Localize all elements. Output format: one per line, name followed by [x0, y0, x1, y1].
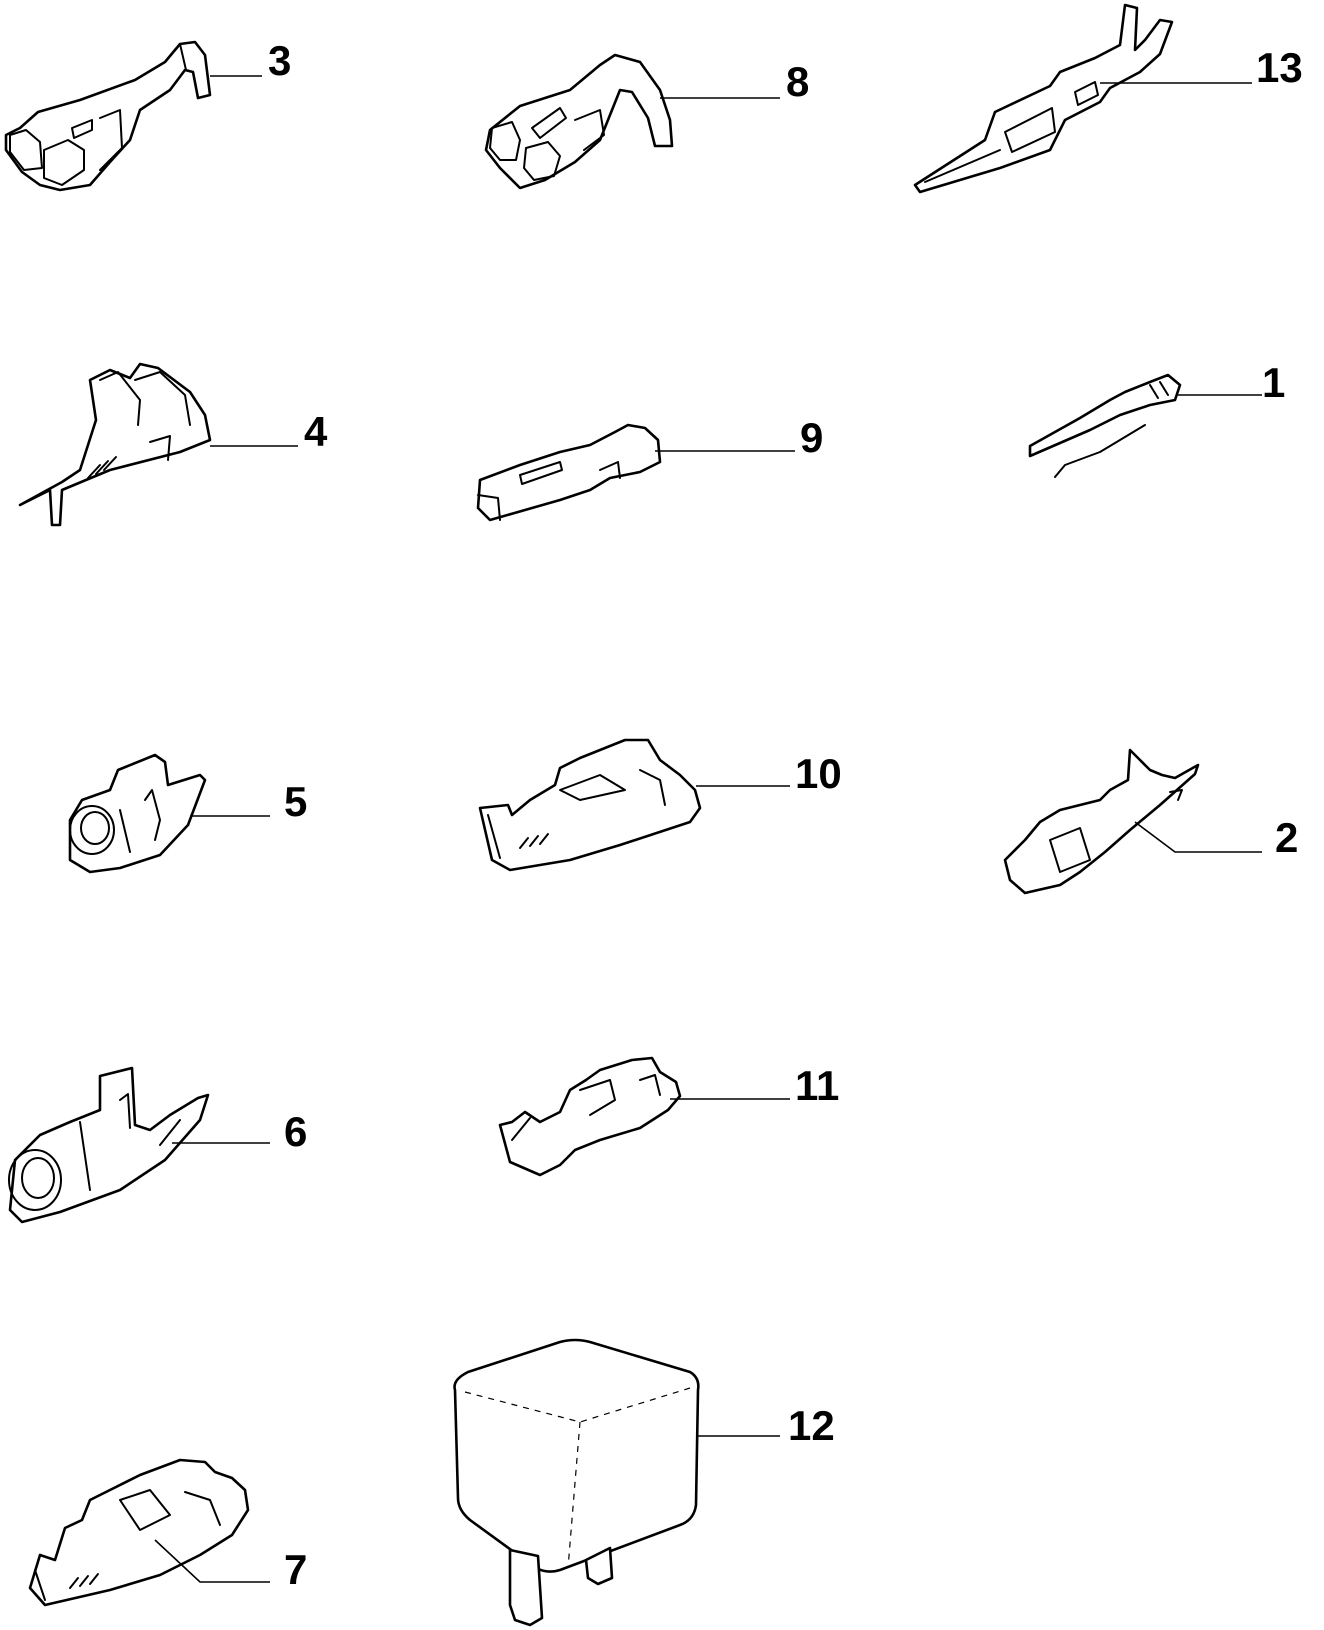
callout-10: 10: [795, 750, 842, 797]
part-8-terminal: [484, 53, 674, 190]
part-3-terminal: [4, 40, 212, 192]
callout-1: 1: [1262, 359, 1285, 406]
part-12-relay: [453, 1338, 700, 1627]
leader-2: [1134, 821, 1262, 853]
part-10-terminal: [478, 738, 702, 872]
callout-8: 8: [786, 58, 809, 105]
part-4-terminal: [18, 362, 212, 527]
part-7-terminal: [28, 1458, 250, 1607]
leader-7: [154, 1539, 270, 1583]
part-9-terminal: [476, 423, 662, 522]
callout-9: 9: [800, 414, 823, 461]
part-11-terminal: [498, 1056, 682, 1177]
callout-3: 3: [268, 37, 291, 84]
callout-4: 4: [304, 408, 328, 455]
callout-12: 12: [788, 1402, 835, 1449]
callout-2: 2: [1275, 814, 1298, 861]
part-5-terminal: [68, 753, 207, 874]
part-13-terminal: [913, 3, 1174, 194]
callout-11: 11: [795, 1062, 839, 1109]
part-6-terminal: [8, 1066, 210, 1224]
part-2-terminal: [1003, 748, 1200, 895]
callout-7: 7: [284, 1546, 307, 1593]
part-1-terminal: [1028, 373, 1182, 478]
callout-6: 6: [284, 1108, 307, 1155]
callout-5: 5: [284, 778, 307, 825]
callout-13: 13: [1256, 44, 1303, 91]
